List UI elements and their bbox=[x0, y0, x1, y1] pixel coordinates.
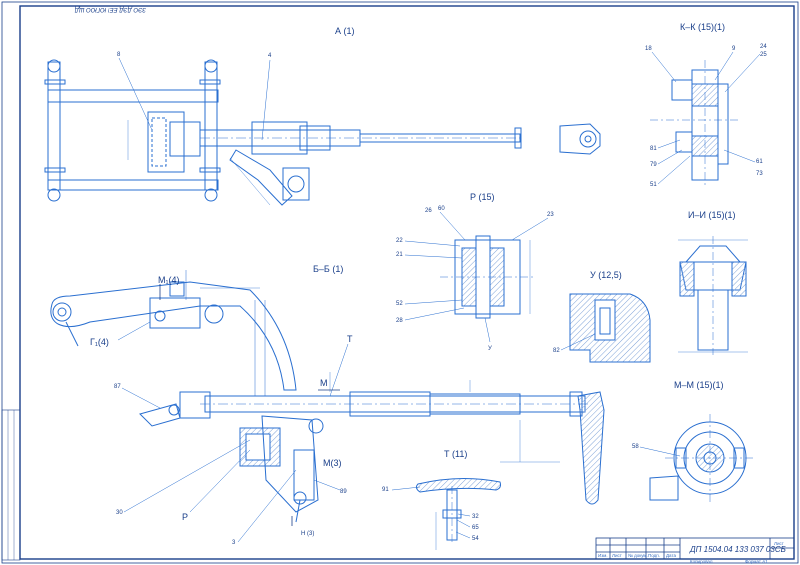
marker-t: Т bbox=[347, 334, 353, 344]
tb-format2: Формат А1 bbox=[745, 559, 768, 564]
view-bb-title: Б–Б (1) bbox=[313, 264, 343, 274]
view-kk-title: К–К (15)(1) bbox=[680, 22, 725, 32]
callout-58: 58 bbox=[632, 444, 639, 450]
view-bb bbox=[50, 270, 605, 523]
callout-91: 91 bbox=[382, 487, 389, 493]
callout-24: 24 bbox=[760, 44, 767, 50]
view-a-title: А (1) bbox=[335, 26, 355, 36]
callout-9: 9 bbox=[732, 46, 736, 52]
view-bb-markers: М₁(4) Г₁(4) Т М М(3) Н (3) Р bbox=[90, 275, 353, 537]
callout-79: 79 bbox=[650, 162, 657, 168]
callout-73: 73 bbox=[756, 171, 763, 177]
tb-col5: Дата bbox=[666, 553, 676, 558]
tb-col2: Лист bbox=[612, 553, 622, 558]
callout-87: 87 bbox=[114, 384, 121, 390]
marker-h3: Н (3) bbox=[301, 531, 314, 537]
view-kk bbox=[650, 60, 740, 185]
callout-81: 81 bbox=[650, 146, 657, 152]
callout-25: 25 bbox=[760, 52, 767, 58]
marker-m: М bbox=[320, 378, 328, 388]
view-kk-callouts: 18 9 24 25 81 79 51 61 73 bbox=[645, 44, 767, 188]
callout-54: 54 bbox=[472, 536, 479, 542]
callout-21: 21 bbox=[396, 252, 403, 258]
title-block bbox=[595, 537, 795, 560]
view-t-title: Т (11) bbox=[444, 449, 467, 459]
callout-22: 22 bbox=[396, 238, 403, 244]
view-p bbox=[440, 235, 535, 319]
callout-23: 23 bbox=[547, 212, 554, 218]
callout-8: 8 bbox=[117, 52, 121, 58]
view-mm bbox=[649, 414, 755, 504]
view-a bbox=[44, 59, 601, 206]
marker-p: Р bbox=[182, 512, 188, 522]
view-t bbox=[415, 477, 501, 550]
view-t-callouts: 91 32 65 54 bbox=[382, 486, 479, 542]
top-stamp: ЗЭО ДЭД ЕЕ! ЮГЮО ЩД bbox=[74, 6, 146, 12]
marker-g1: Г₁(4) bbox=[90, 337, 109, 347]
marker-u: У bbox=[488, 346, 492, 352]
marker-m1: М₁(4) bbox=[158, 275, 180, 285]
marker-m3: М(3) bbox=[323, 458, 342, 468]
callout-61: 61 bbox=[756, 159, 763, 165]
callout-52: 52 bbox=[396, 301, 403, 307]
callout-89: 89 bbox=[340, 489, 347, 495]
tb-format: Копировал bbox=[690, 559, 713, 564]
view-u bbox=[569, 293, 651, 363]
callout-28: 28 bbox=[396, 318, 403, 324]
view-p-title: Р (15) bbox=[470, 192, 495, 202]
view-ii bbox=[678, 236, 748, 355]
callout-18: 18 bbox=[645, 46, 652, 52]
callout-60: 60 bbox=[438, 206, 445, 212]
tb-col3: № докум. bbox=[628, 553, 648, 558]
callout-4: 4 bbox=[268, 53, 272, 59]
tb-sheet: Лист bbox=[774, 541, 784, 546]
view-ii-title: И–И (15)(1) bbox=[688, 210, 735, 220]
callout-3: 3 bbox=[232, 540, 236, 546]
callout-32: 32 bbox=[472, 514, 479, 520]
tb-col1: Изм. bbox=[598, 553, 608, 558]
view-a-callouts: 8 4 bbox=[117, 52, 272, 141]
view-p-callouts: 26 60 23 22 21 52 28 У bbox=[396, 206, 554, 352]
callout-82: 82 bbox=[553, 348, 560, 354]
view-bb-callouts: 87 30 3 89 bbox=[114, 384, 347, 546]
view-mm-title: М–М (15)(1) bbox=[674, 380, 724, 390]
callout-65: 65 bbox=[472, 525, 479, 531]
callout-30: 30 bbox=[116, 510, 123, 516]
tb-col4: Подп. bbox=[648, 553, 660, 558]
callout-26: 26 bbox=[425, 208, 432, 214]
callout-51: 51 bbox=[650, 182, 657, 188]
tb-code: ДП 1504.04 133 037 03СБ bbox=[689, 545, 786, 554]
view-u-title: У (12,5) bbox=[590, 270, 622, 280]
